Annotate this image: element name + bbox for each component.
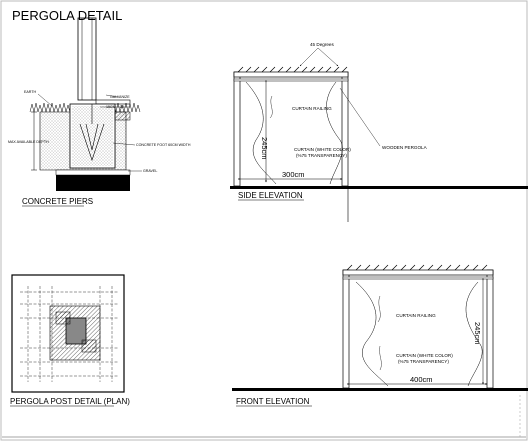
label-front-railing: CURTAIN RAILING [396, 313, 436, 318]
roof-slat [333, 66, 340, 73]
plan-frame [11, 274, 125, 393]
front-curtain-left [355, 281, 389, 387]
roof-slat [400, 264, 407, 271]
caption-plan: PERGOLA POST DETAIL (PLAN) [10, 397, 130, 406]
label-galvanize: GALVANIZE [110, 95, 130, 99]
roof-slat [253, 66, 260, 73]
front-height-dim: 245cm [473, 322, 482, 345]
roof-slat [261, 66, 268, 73]
roof-slat [463, 264, 470, 271]
label-gravel: GRAVEL [143, 169, 157, 173]
side-curtain-railing [233, 78, 349, 82]
front-ground-line [232, 388, 528, 391]
side-top-beam [233, 71, 349, 78]
side-curtain-right [326, 81, 343, 185]
label-concrete-foot: CONCRETE FOOT 60CM WIDTH [136, 143, 191, 147]
roof-slat [237, 66, 244, 73]
caption-side-elevation: SIDE ELEVATION [238, 191, 303, 200]
roof-slat [325, 66, 332, 73]
roof-slat [382, 264, 389, 271]
side-ground-line [230, 186, 528, 189]
front-width-dim: 400cm [410, 375, 433, 384]
front-elevation: 245cm 400cm CURTAIN RAILING CURTAIN (WHI… [232, 264, 528, 407]
earth-grass [29, 102, 141, 113]
roof-slat [346, 264, 353, 271]
roof-slat [364, 264, 371, 271]
front-post-left [342, 269, 350, 389]
front-roof-slats [346, 264, 488, 271]
label-side-railing: CURTAIN RAILING [292, 106, 332, 111]
pier-wooden-post [77, 17, 97, 101]
roof-slat [445, 264, 452, 271]
label-front-curtain-2: (%75 TRANSPARENCY) [398, 359, 449, 364]
caption-concrete-piers: CONCRETE PIERS [22, 197, 93, 206]
roof-slat [427, 264, 434, 271]
side-post-right [341, 71, 349, 187]
roof-slat [341, 66, 348, 73]
label-45-degrees: 45 Degrees [310, 42, 334, 47]
side-height-dim: 245cm [260, 137, 269, 160]
roof-slat [301, 66, 308, 73]
label-20: 20 [120, 105, 124, 109]
anchor-bars [79, 123, 105, 161]
side-roof-slats [237, 66, 348, 73]
front-curtain-right [465, 281, 483, 387]
label-side-curtain-1: CURTAIN (WHITE COLOR) [294, 147, 351, 152]
roof-slat [355, 264, 362, 271]
label-max-depth: MAX AVAILABLE DEPTH [8, 140, 49, 144]
front-curtain-railing [342, 276, 494, 280]
concrete-piers-detail: EARTH GALVANIZE 15CM 20 MAX AVAILABLE DE… [8, 17, 191, 207]
roof-slat [418, 264, 425, 271]
front-post-right [486, 269, 494, 389]
label-wooden-pergola: WOODEN PERGOLA [382, 145, 428, 150]
roof-slat [391, 264, 398, 271]
label-front-curtain-1: CURTAIN (WHITE COLOR) [396, 353, 453, 358]
side-width-dim: 300cm [282, 170, 305, 179]
galvanized-plate [95, 99, 131, 105]
roof-slat [409, 264, 416, 271]
side-elevation: 245cm 300cm 45 Degrees CURTAIN RAILING C… [230, 42, 528, 222]
page-title: PERGOLA DETAIL [12, 8, 122, 23]
roof-slat [373, 264, 380, 271]
roof-slat [293, 66, 300, 73]
side-post-left [233, 71, 241, 187]
roof-slat [472, 264, 479, 271]
roof-slat [245, 66, 252, 73]
plan-post [65, 317, 87, 345]
roof-slat [454, 264, 461, 271]
post-plan-detail: PERGOLA POST DETAIL (PLAN) [10, 274, 130, 407]
roof-slat [285, 66, 292, 73]
label-side-curtain-2: (%75 TRANSPARENCY) [296, 153, 347, 158]
label-earth: EARTH [24, 90, 37, 94]
front-top-beam [342, 269, 494, 276]
roof-slat [309, 66, 316, 73]
roof-slat [481, 264, 488, 271]
roof-slat [436, 264, 443, 271]
roof-slat [317, 66, 324, 73]
roof-slat [277, 66, 284, 73]
caption-front-elevation: FRONT ELEVATION [236, 397, 310, 406]
side-curtain-left [245, 81, 277, 185]
label-15cm: 15CM [106, 105, 116, 109]
roof-slat [269, 66, 276, 73]
gravel-base [56, 175, 130, 191]
gravel-layer [55, 169, 131, 176]
